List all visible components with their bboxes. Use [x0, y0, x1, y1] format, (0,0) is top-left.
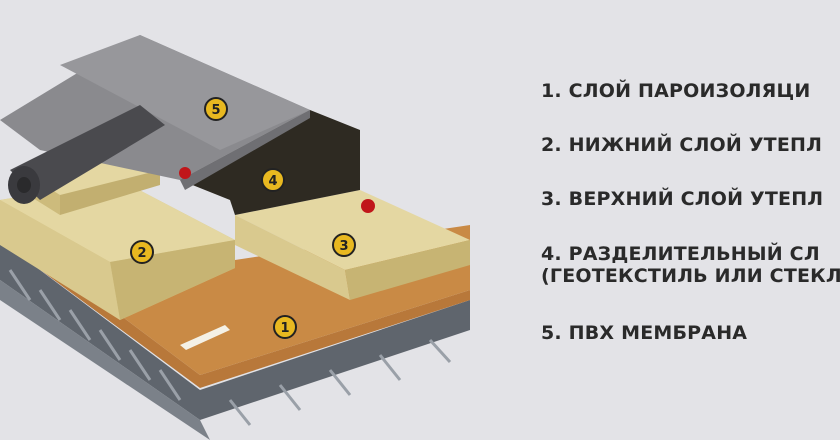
svg-text:3: 3: [339, 239, 348, 254]
legend-item-1: 1. СЛОЙ ПАРОИЗОЛЯЦИ: [541, 80, 811, 102]
roof-layers-illustration: 1 2 3 4 5: [0, 35, 470, 440]
geotextile-layer: [180, 110, 360, 215]
membrane-roll: [8, 105, 165, 204]
svg-text:4: 4: [268, 174, 277, 189]
legend-item-4: 4. РАЗДЕЛИТЕЛЬНЫЙ СЛ: [541, 243, 820, 265]
svg-text:5: 5: [211, 103, 220, 118]
marker-badge-1: 1: [273, 315, 297, 339]
legend-item-5: 5. ПВХ МЕМБРАНА: [541, 322, 748, 344]
marker-badge-3: 3: [332, 233, 356, 257]
svg-text:2: 2: [137, 246, 146, 261]
marker-badge-5: 5: [204, 97, 228, 121]
legend-item-2: 2. НИЖНИЙ СЛОЙ УТЕПЛ: [541, 134, 823, 156]
marker-badge-2: 2: [130, 240, 154, 264]
steel-profiled-deck: [0, 240, 470, 440]
marker-badge-4: 4: [261, 168, 285, 192]
layers-legend: 1. СЛОЙ ПАРОИЗОЛЯЦИ 2. НИЖНИЙ СЛОЙ УТЕПЛ…: [541, 0, 840, 440]
legend-item-3: 3. ВЕРХНИЙ СЛОЙ УТЕПЛ: [541, 188, 824, 210]
legend-item-4-subtext: (ГЕОТЕКСТИЛЬ ИЛИ СТЕКЛ: [541, 265, 840, 287]
svg-text:1: 1: [280, 321, 289, 336]
